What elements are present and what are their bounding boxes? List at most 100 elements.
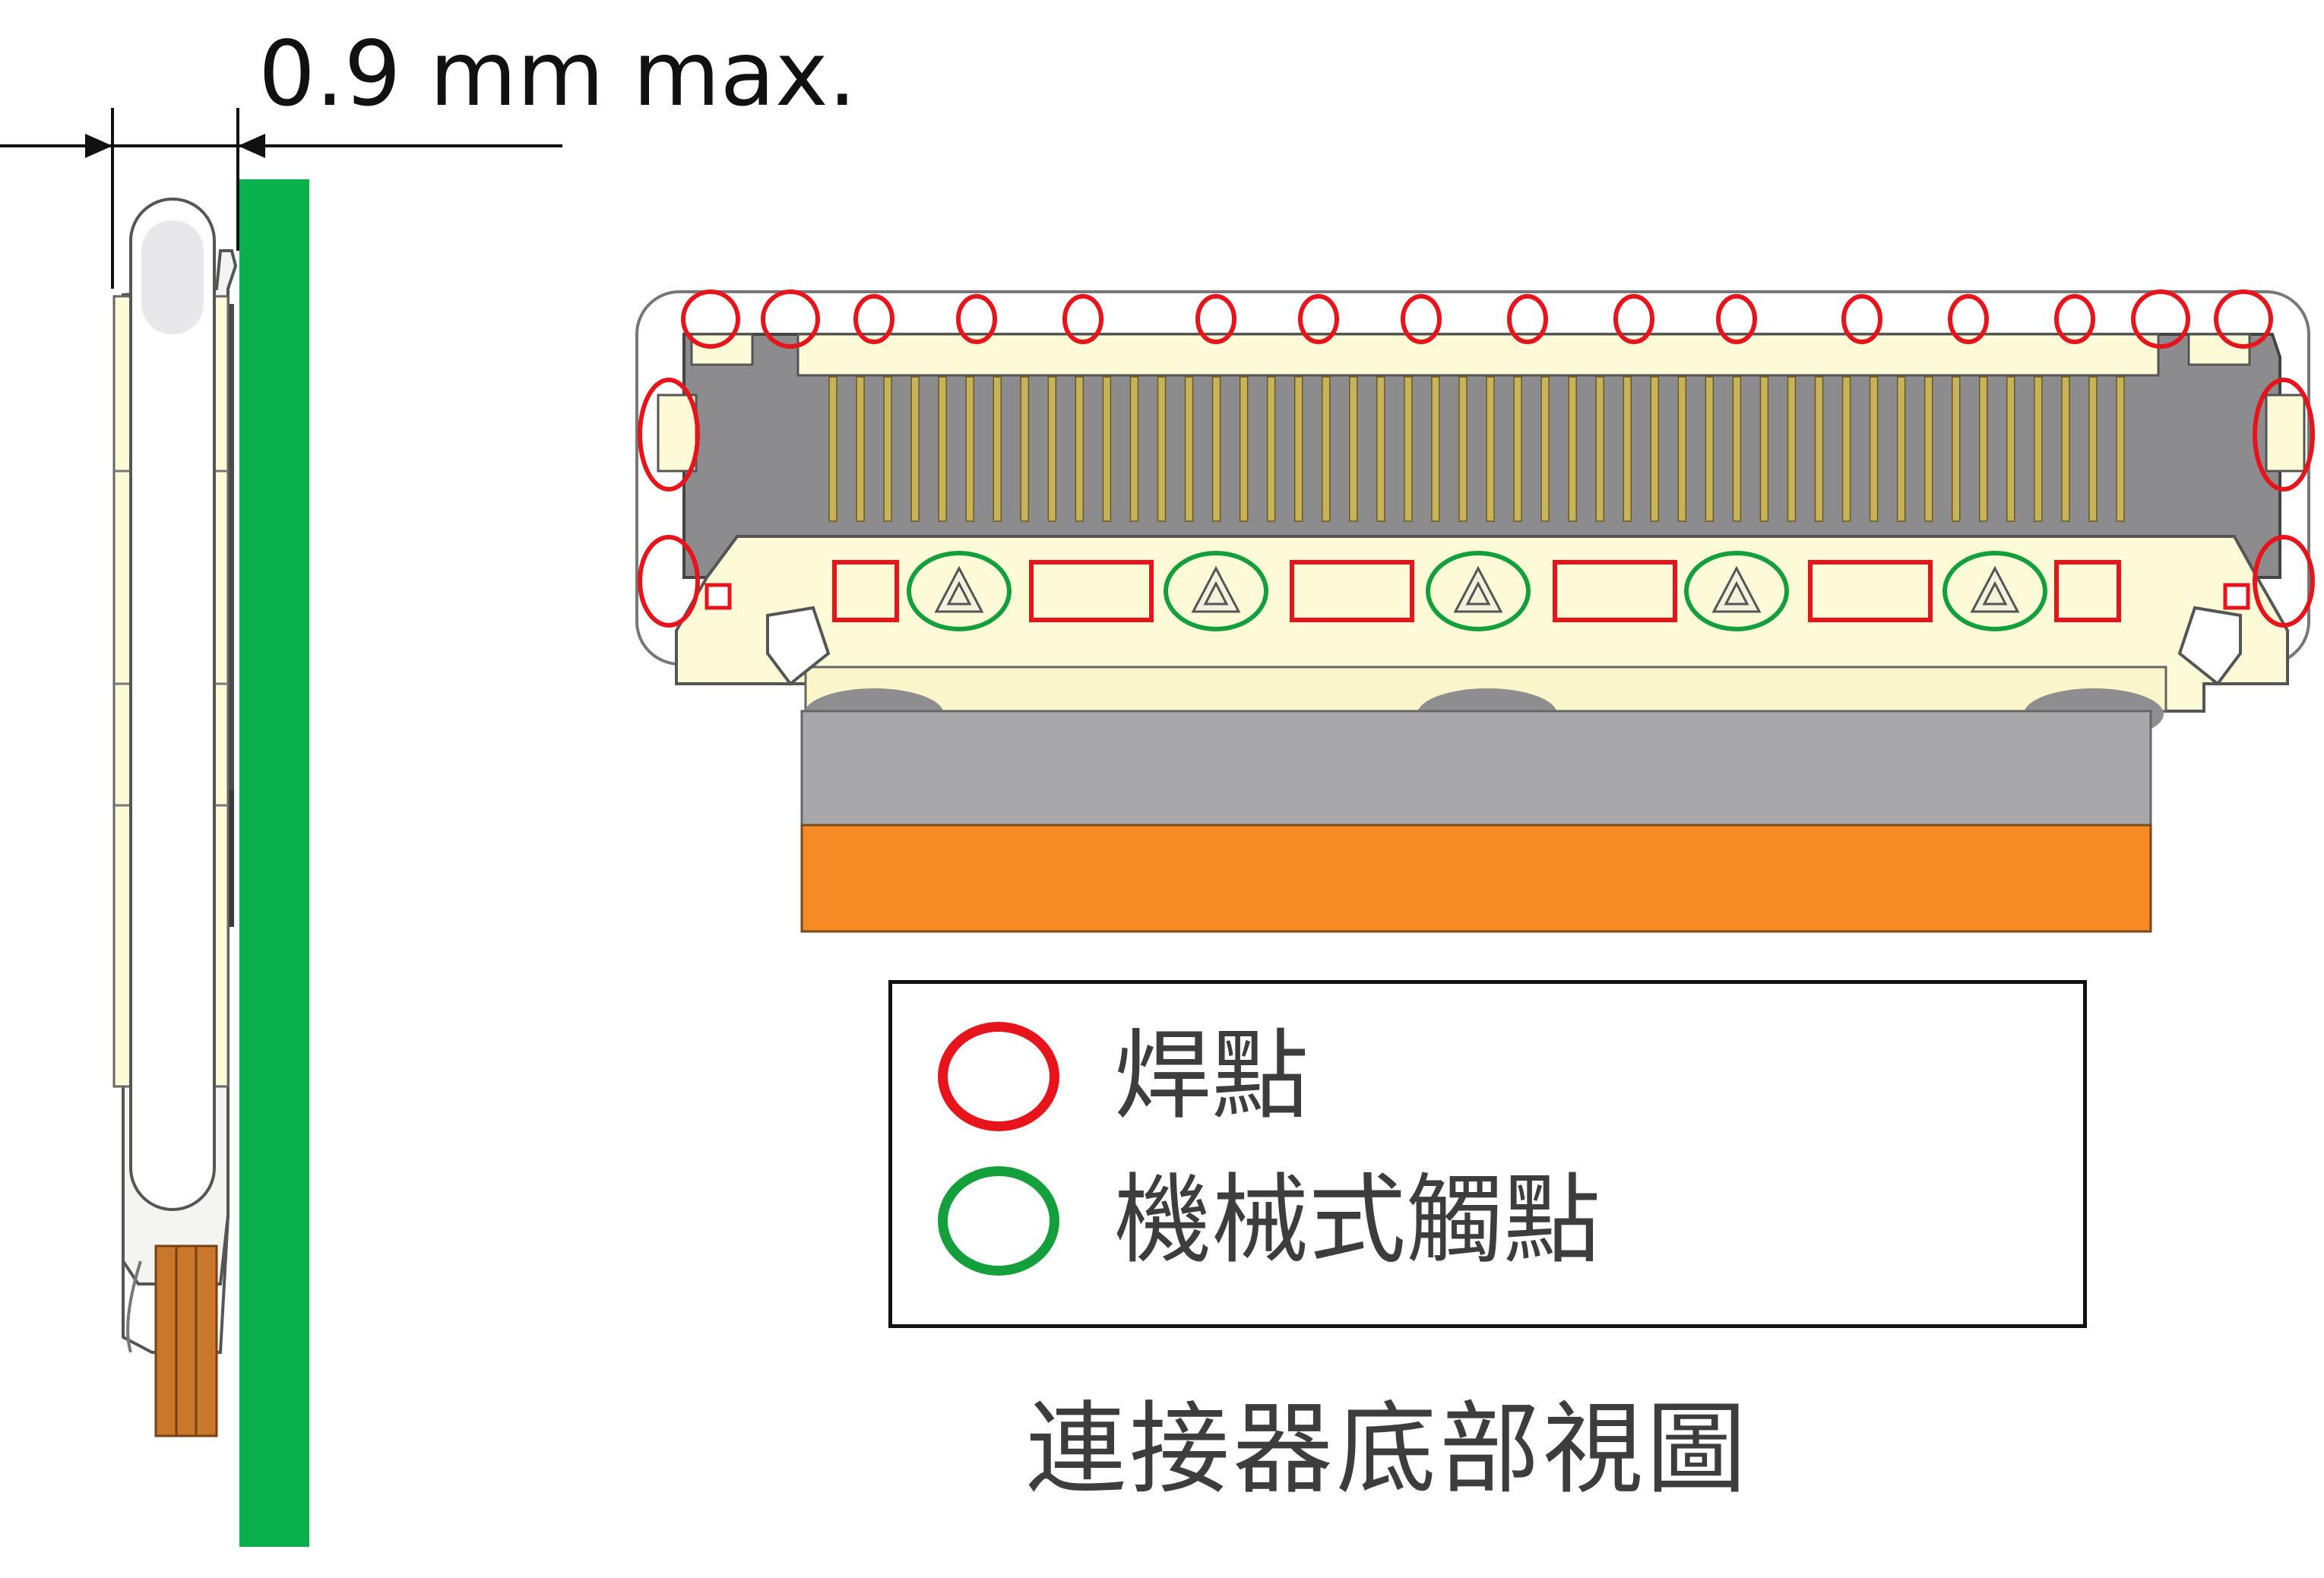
diagram-caption: 連接器底部視圖: [1026, 1391, 1749, 1508]
pin: [1458, 376, 1468, 522]
pin: [856, 376, 865, 522]
side-lever-highlight: [141, 220, 204, 334]
pin-array: [828, 376, 2125, 522]
pin: [1923, 376, 1933, 522]
pin: [1102, 376, 1112, 522]
left-latch-hook: [766, 606, 831, 686]
mechanical-contact-marker: [1942, 551, 2047, 631]
solder-point-marker: [1613, 294, 1654, 344]
solder-pad-marker: [1029, 560, 1154, 622]
pin: [1869, 376, 1879, 522]
pin: [1020, 376, 1030, 522]
contact-triangle: [1970, 565, 2020, 613]
solder-point-marker: [1948, 294, 1989, 344]
solder-point-marker: [1298, 294, 1339, 344]
pin: [1211, 376, 1221, 522]
solder-point-marker: [1195, 294, 1236, 344]
solder-pad-marker: [1290, 560, 1414, 622]
solder-point-marker: [1507, 294, 1548, 344]
pin: [1623, 376, 1632, 522]
pin: [1568, 376, 1577, 522]
pin: [2061, 376, 2070, 522]
contact-triangle: [1453, 565, 1503, 613]
left-side-tab: [657, 394, 698, 473]
pin: [1595, 376, 1604, 522]
pin: [1239, 376, 1249, 522]
contact-triangle: [1711, 565, 1762, 613]
pin: [1951, 376, 1961, 522]
pin: [1404, 376, 1413, 522]
right-latch-hook: [2177, 606, 2242, 686]
solder-point-marker: [853, 294, 894, 344]
solder-point-marker: [1716, 294, 1757, 344]
mechanical-contact-markers: [907, 551, 2047, 631]
solder-point-marker: [2253, 378, 2315, 492]
solder-point-marker: [2054, 294, 2095, 344]
pin: [1705, 376, 1715, 522]
pin: [883, 376, 892, 522]
pin: [910, 376, 920, 522]
pin: [1322, 376, 1331, 522]
pin: [1979, 376, 1988, 522]
dimension-arrow-left: [85, 134, 112, 158]
cable-gray: [800, 710, 2152, 827]
solder-pad-marker: [1553, 560, 1677, 622]
pin: [1896, 376, 1906, 522]
solder-pad-marker: [2054, 560, 2121, 622]
solder-point-marker: [1401, 294, 1442, 344]
pin: [1759, 376, 1769, 522]
right-side-tab: [2265, 394, 2306, 473]
solder-point-marker: [681, 289, 740, 349]
mechanical-contact-marker: [1684, 551, 1789, 631]
side-view: [0, 108, 562, 1547]
solder-pad-marker: [1808, 560, 1933, 622]
mechanical-contact-marker: [1426, 551, 1531, 631]
mechanical-contact-marker: [1164, 551, 1268, 631]
pin: [1349, 376, 1358, 522]
solder-point-marker: [638, 378, 700, 492]
pin: [1650, 376, 1660, 522]
cable-orange: [800, 824, 2152, 933]
solder-point-markers: [638, 289, 2315, 628]
pin: [1266, 376, 1276, 522]
pin: [1540, 376, 1550, 522]
pin: [938, 376, 947, 522]
solder-point-marker: [2131, 289, 2190, 349]
side-cable: [154, 1244, 218, 1437]
pin: [2034, 376, 2043, 522]
right-small-pad: [2223, 583, 2250, 610]
pin: [1814, 376, 1824, 522]
pin: [965, 376, 974, 522]
pin: [1293, 376, 1303, 522]
green-circle-icon: [938, 1166, 1059, 1276]
solder-point-marker: [2253, 535, 2315, 628]
left-small-pad: [704, 583, 732, 610]
pin: [993, 376, 1002, 522]
pin: [2116, 376, 2125, 522]
mechanical-contact-marker: [907, 551, 1012, 631]
left-corner-tab: [690, 333, 754, 366]
pin: [1486, 376, 1495, 522]
solder-point-marker: [1841, 294, 1882, 344]
pin: [828, 376, 837, 522]
pin: [1047, 376, 1057, 522]
solder-pad-marker: [832, 560, 899, 622]
pin: [1376, 376, 1385, 522]
pin: [1184, 376, 1194, 522]
pin: [1075, 376, 1084, 522]
solder-point-marker: [956, 294, 997, 344]
legend: 焊點 機械式觸點: [888, 980, 2087, 1328]
solder-point-marker: [2214, 289, 2273, 349]
pin: [1129, 376, 1139, 522]
pin: [1841, 376, 1851, 522]
contact-triangle: [934, 565, 984, 613]
dimension-label: 0.9 mm max.: [258, 21, 857, 126]
pin: [1732, 376, 1742, 522]
pcb-board: [239, 179, 309, 1547]
solder-point-marker: [1062, 294, 1103, 344]
red-circle-icon: [938, 1022, 1059, 1131]
side-cable-flex: [126, 1260, 142, 1353]
top-housing-strip: [796, 333, 2160, 377]
legend-label: 焊點: [1114, 1020, 1309, 1133]
pin: [1787, 376, 1797, 522]
